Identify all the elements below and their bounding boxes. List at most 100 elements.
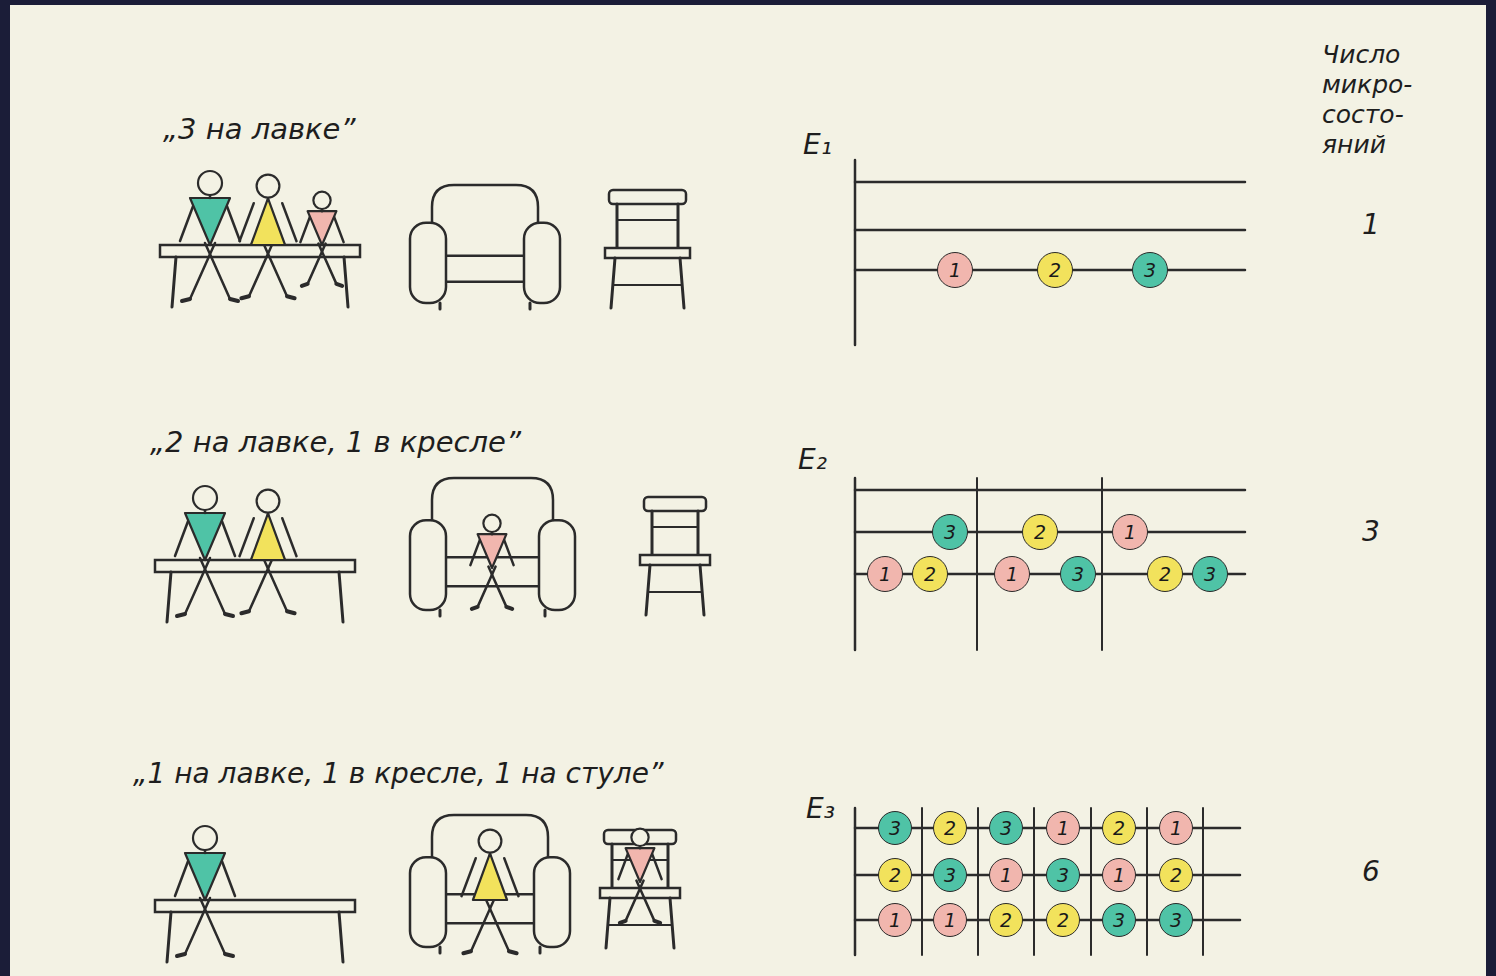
foot xyxy=(177,954,185,956)
chair-post xyxy=(611,844,614,888)
figures xyxy=(155,171,710,962)
person-figure xyxy=(240,175,297,299)
arm xyxy=(504,858,518,896)
armchair-arm xyxy=(524,223,560,303)
energy-level xyxy=(855,229,1245,232)
arrangement-caption: „2 на лавке, 1 в кресле” xyxy=(150,425,521,460)
leg xyxy=(636,881,654,921)
bench-leg xyxy=(167,912,171,962)
foot xyxy=(302,284,308,286)
chair-back-rail xyxy=(644,497,706,511)
particle-number: 3 xyxy=(944,866,956,885)
foot xyxy=(241,611,249,613)
microstate-ball: 1 xyxy=(1102,858,1136,892)
microstate-ball: 2 xyxy=(1022,514,1058,550)
torso xyxy=(478,534,507,568)
arrangement-caption: „3 на лавке” xyxy=(163,112,355,147)
particle-number: 1 xyxy=(1057,819,1069,838)
head xyxy=(483,515,500,532)
leg xyxy=(308,244,326,284)
chair-bar xyxy=(608,924,672,926)
arm xyxy=(462,858,476,896)
armchair-foot xyxy=(439,610,442,616)
foot xyxy=(336,284,342,286)
chair-seat xyxy=(605,248,690,258)
head xyxy=(198,171,222,195)
chair-post xyxy=(697,511,700,555)
microstate-ball: 3 xyxy=(933,858,967,892)
microstate-ball: 1 xyxy=(994,556,1030,592)
person-figure xyxy=(462,830,519,954)
chair-leg xyxy=(611,258,615,308)
armchair xyxy=(410,478,575,616)
arm xyxy=(240,203,254,241)
chair-post xyxy=(616,204,619,248)
leg xyxy=(185,558,210,614)
particle-number: 3 xyxy=(1204,565,1216,584)
bench-plank xyxy=(160,245,360,257)
person-figure xyxy=(175,486,235,616)
microstate-ball: 2 xyxy=(989,903,1023,937)
particle-number: 3 xyxy=(944,523,956,542)
column-separator xyxy=(1033,808,1035,955)
armchair-foot xyxy=(539,947,542,953)
microstate-ball: 2 xyxy=(1147,556,1183,592)
chair xyxy=(640,497,710,615)
microstate-ball: 1 xyxy=(1159,811,1193,845)
microstate-count: 6 xyxy=(1362,855,1380,889)
microstate-ball: 1 xyxy=(1112,514,1148,550)
armchair-arm xyxy=(410,223,446,303)
armchair-arm xyxy=(410,857,446,947)
armchair-back xyxy=(432,185,538,258)
particle-number: 1 xyxy=(889,911,901,930)
microstate-count: 1 xyxy=(1362,208,1380,242)
particle-number: 3 xyxy=(1000,819,1012,838)
person-figure xyxy=(618,829,661,923)
foot xyxy=(506,607,512,609)
leg xyxy=(249,558,273,611)
particle-number: 3 xyxy=(1113,911,1125,930)
bench-plank xyxy=(155,900,355,912)
microstate-ball: 1 xyxy=(989,858,1023,892)
leg xyxy=(185,898,210,954)
foot xyxy=(225,614,233,616)
particle-number: 1 xyxy=(1000,866,1012,885)
microstate-ball: 2 xyxy=(1102,811,1136,845)
column-separator xyxy=(1101,478,1103,650)
leg xyxy=(626,881,644,921)
microstate-ball: 1 xyxy=(937,252,973,288)
microstate-ball: 2 xyxy=(912,556,948,592)
chair-post xyxy=(677,204,680,248)
particle-number: 2 xyxy=(1034,523,1046,542)
foot xyxy=(177,614,185,616)
bench-plank xyxy=(155,560,355,572)
energy-axis xyxy=(854,160,857,345)
chair-seat xyxy=(640,555,710,565)
particle-number: 2 xyxy=(889,866,901,885)
leg xyxy=(263,243,287,296)
chair-post xyxy=(667,844,670,888)
energy-axis xyxy=(854,808,857,955)
head xyxy=(479,830,502,853)
energy-level xyxy=(855,181,1245,184)
leg xyxy=(200,558,225,614)
armchair-arm xyxy=(410,520,446,610)
foot xyxy=(654,921,660,923)
chair-leg xyxy=(670,898,674,948)
particle-number: 3 xyxy=(1144,261,1156,280)
armchair-arm xyxy=(539,520,575,610)
microstate-ball: 3 xyxy=(989,811,1023,845)
microstate-ball: 3 xyxy=(878,811,912,845)
particle-number: 2 xyxy=(1159,565,1171,584)
armchair xyxy=(410,185,560,309)
microstate-ball: 2 xyxy=(878,858,912,892)
foot xyxy=(182,299,190,301)
bench xyxy=(160,245,360,307)
energy-label: E₁ xyxy=(803,128,832,162)
microstate-ball: 2 xyxy=(933,811,967,845)
foot xyxy=(230,299,238,301)
microstate-ball: 2 xyxy=(1037,252,1073,288)
person-figure xyxy=(300,192,343,286)
torso xyxy=(473,853,507,900)
